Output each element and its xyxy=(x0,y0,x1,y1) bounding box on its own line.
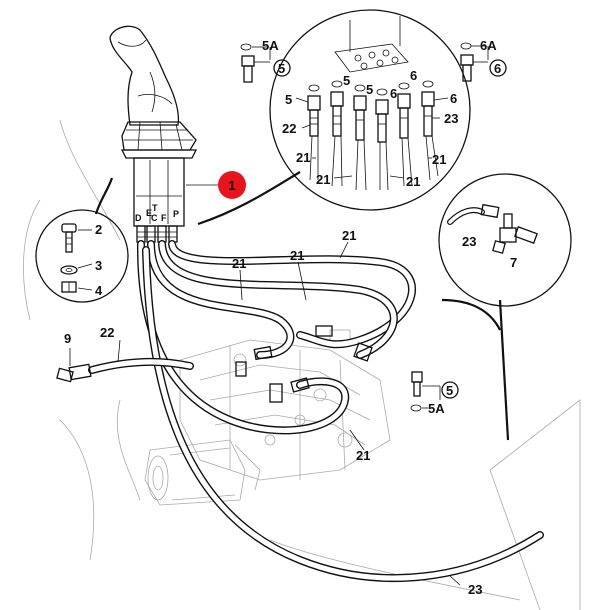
port-label-c: C xyxy=(151,213,158,223)
callout-label: 3 xyxy=(95,258,102,273)
callout-label: 21 xyxy=(290,248,304,263)
fitting-5a-lower-inset xyxy=(410,371,459,412)
tee-fitting-7 xyxy=(492,213,538,254)
joystick-assembly xyxy=(109,25,198,243)
callout-label: 2 xyxy=(95,222,102,237)
hose-routing xyxy=(88,240,544,582)
callout-label: 5A xyxy=(428,401,445,416)
callout-label: 22 xyxy=(100,325,114,340)
callout-label: 6 xyxy=(390,86,397,101)
callout-label: 21 xyxy=(342,228,356,243)
detail-fittings-circle xyxy=(269,9,471,211)
callout-label: 21 xyxy=(432,152,446,167)
port-letters: D E T C F P xyxy=(135,203,179,223)
detail-fasteners-circle xyxy=(35,209,129,303)
callout-label: 23 xyxy=(468,582,482,597)
port-label-p: P xyxy=(173,209,179,219)
callout-labels: 2 3 4 5A 5 6A 6 5 5 5 6 6 6 22 23 21 21 … xyxy=(64,38,517,597)
callout-label: 22 xyxy=(282,121,296,136)
callout-label: 4 xyxy=(95,283,103,298)
highlight-callout-label: 1 xyxy=(228,178,235,193)
callout-label: 5 xyxy=(366,82,373,97)
callout-label: 5A xyxy=(262,38,279,53)
port-label-f: F xyxy=(161,213,167,223)
callout-label: 6 xyxy=(494,61,501,76)
port-label-e: E xyxy=(146,208,152,218)
callout-label: 5 xyxy=(285,92,292,107)
callout-label: 5 xyxy=(343,73,350,88)
callout-label: 6 xyxy=(450,91,457,106)
callout-label: 7 xyxy=(510,255,517,270)
callout-label: 6A xyxy=(480,38,497,53)
valve-block-drawing xyxy=(144,329,391,506)
port-label-t: T xyxy=(152,203,158,213)
callout-label: 21 xyxy=(356,448,370,463)
callout-label: 5 xyxy=(278,61,285,76)
detail-tee-circle xyxy=(438,173,572,307)
highlight-callout-circle xyxy=(218,171,246,199)
callout-label: 6 xyxy=(410,68,417,83)
machine-body-outline xyxy=(23,119,581,610)
callout-label: 23 xyxy=(444,111,458,126)
callout-label: 23 xyxy=(462,234,476,249)
callout-label: 21 xyxy=(296,150,310,165)
callout-label: 21 xyxy=(232,256,246,271)
fitting-stack-6 xyxy=(421,80,435,137)
fitting-stack-4 xyxy=(375,88,389,143)
callout-leaders xyxy=(94,97,510,586)
fitting-stack-1 xyxy=(307,84,321,137)
callout-label: 21 xyxy=(406,174,420,189)
elbow-fitting-9 xyxy=(56,348,92,383)
fitting-stack-2 xyxy=(330,80,344,137)
fitting-stack-5 xyxy=(397,82,411,139)
fitting-stack-3 xyxy=(353,84,367,141)
port-label-d: D xyxy=(135,213,142,223)
callout-label: 9 xyxy=(64,331,71,346)
bolt-2 xyxy=(61,223,77,253)
fitting-5a-inset xyxy=(240,43,291,83)
callout-label: 21 xyxy=(316,172,330,187)
washer-3 xyxy=(60,265,78,275)
callout-label: 5 xyxy=(446,383,453,398)
fitting-6a-inset xyxy=(460,42,507,82)
